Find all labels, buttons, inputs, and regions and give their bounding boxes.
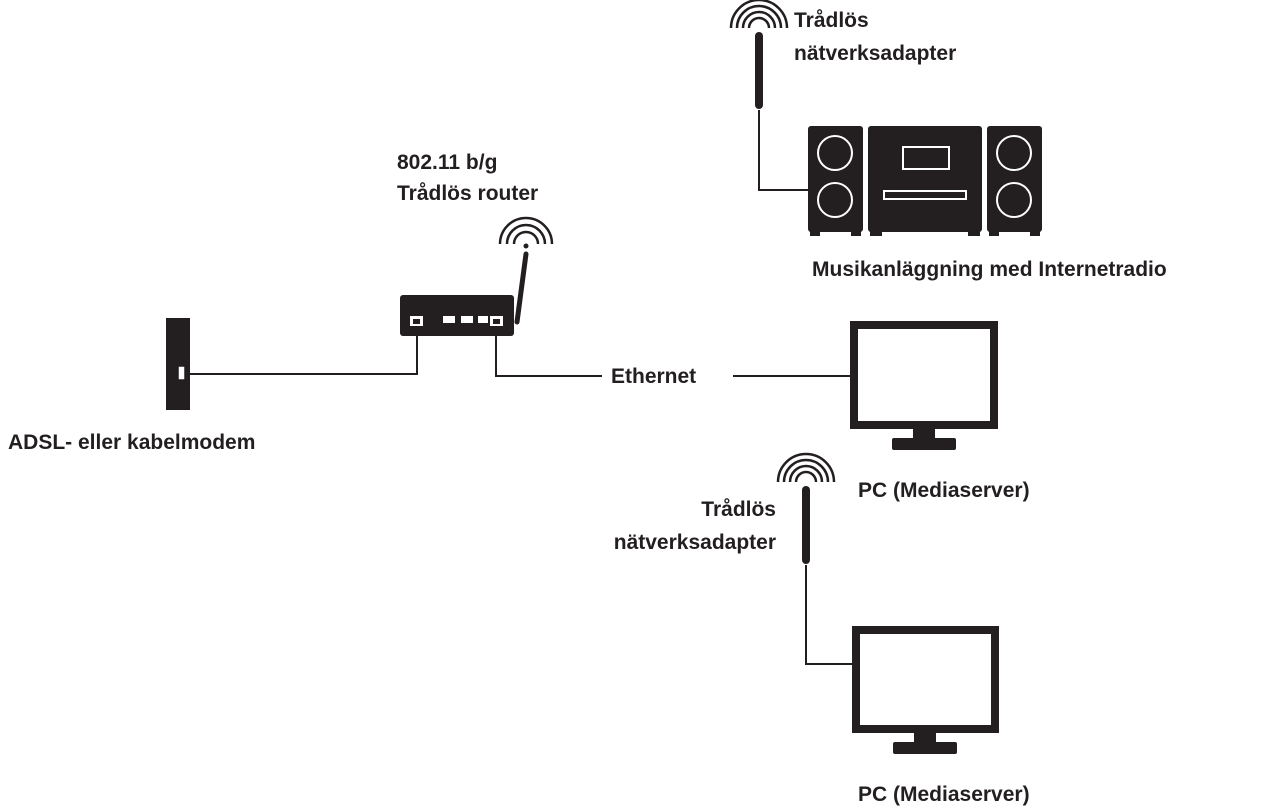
router-wifi-signal-icon: [498, 216, 554, 249]
connection-lines: [184, 110, 852, 665]
pc-wireless-label: PC (Mediaserver): [858, 783, 1030, 806]
stereo-label: Musikanläggning med Internetradio: [812, 258, 1167, 281]
pc-wired-monitor-icon: [850, 321, 998, 450]
ethernet-cable: [495, 325, 602, 377]
stereo-wifi-signal-icon: [729, 0, 789, 29]
modem-label: ADSL- eller kabelmodem: [8, 431, 256, 454]
ethernet-label: Ethernet: [611, 365, 697, 388]
stereo-adapter-label-line1: Trådlös: [794, 9, 869, 32]
pc-wireless-monitor-icon: [852, 626, 999, 754]
pc2-wifi-signal-icon: [776, 452, 836, 483]
stereo-icon: [808, 126, 1042, 236]
pc2-adapter-label-line2: nätverksadapter: [613, 531, 776, 554]
pc-wired-label: PC (Mediaserver): [858, 479, 1030, 502]
modem-icon: [166, 318, 190, 410]
pc2-adapter-cable: [805, 565, 852, 665]
router-icon: [400, 251, 529, 336]
router-standard-label: 802.11 b/g: [397, 151, 498, 174]
stereo-adapter-cable: [758, 110, 808, 191]
stereo-adapter-label-line2: nätverksadapter: [794, 42, 957, 65]
router-name-label: Trådlös router: [397, 182, 539, 205]
pc2-adapter-label-line1: Trådlös: [701, 498, 776, 521]
modem-router-cable: [184, 325, 418, 375]
